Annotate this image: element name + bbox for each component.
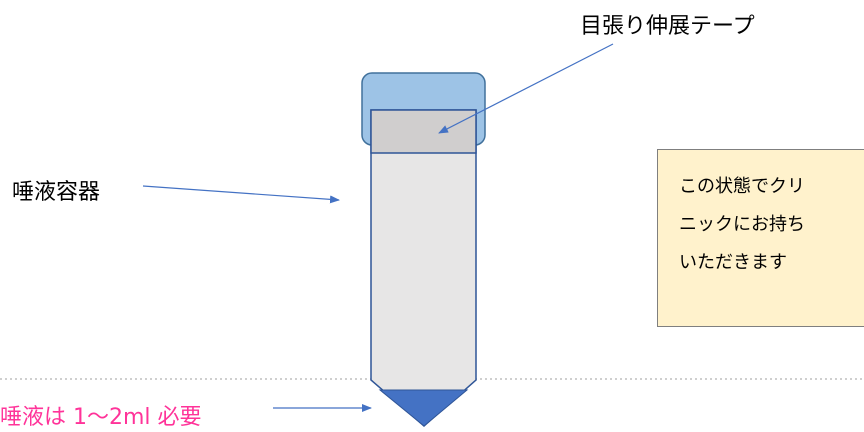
tape-arrow (438, 43, 614, 134)
saliva-sample (378, 389, 469, 427)
amount-label: 唾液は 1～2ml 必要 (0, 405, 202, 430)
note-line: ニックにお持ち (679, 214, 805, 235)
note-line: いただきます (679, 252, 787, 273)
note-line: この状態でクリ (679, 176, 805, 197)
tube-body (370, 109, 477, 427)
note-box: この状態でクリ ニックにお持ち いただきます (657, 149, 864, 327)
container-label: 唾液容器 (12, 180, 101, 205)
container-arrow (142, 185, 340, 204)
seal-tape-band (370, 109, 477, 154)
tape-label: 目張り伸展テープ (580, 14, 755, 39)
